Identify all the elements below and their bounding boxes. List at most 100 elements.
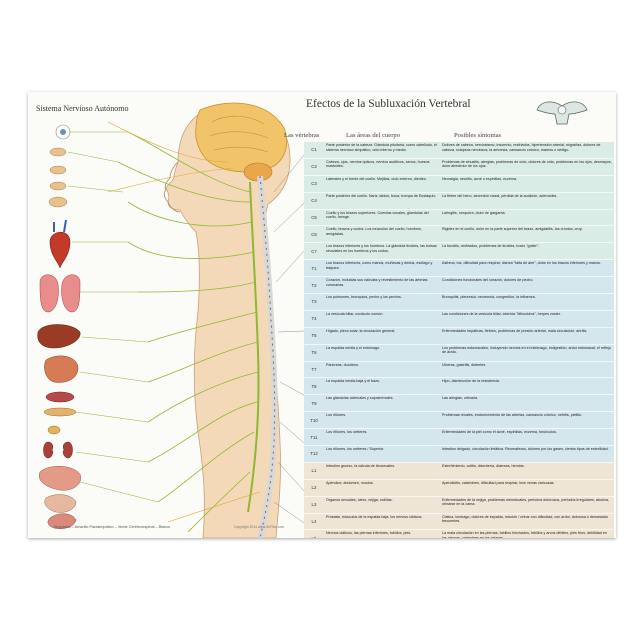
lung-right — [61, 274, 81, 313]
parotid-gland — [48, 196, 68, 208]
body-area: Cabeza, ojos, nervios ópticos, nervios a… — [326, 159, 430, 169]
body-area: Próstata, músculos de la espalda baja, l… — [326, 514, 423, 519]
body-area: Apéndice, abdomen, muslos. — [326, 480, 374, 485]
organ-connectors — [67, 131, 159, 503]
possible-symptoms: Estreñimiento, colitis, disentería, diar… — [442, 463, 525, 468]
possible-symptoms: Los problemas estomacales, incluyendo ne… — [442, 345, 611, 355]
vertebra-level: T9 — [311, 400, 317, 406]
vertebra-level: T10 — [310, 417, 318, 423]
possible-symptoms: La bursitis, resfriados, problemas de ti… — [442, 244, 540, 249]
sympathetic-chain — [247, 181, 260, 513]
adrenal-organ — [47, 425, 61, 435]
body-area: Los brazos inferiores, como manos, muñec… — [326, 261, 433, 270]
vertebra-level: L4 — [311, 519, 317, 525]
kidney-left — [43, 441, 54, 459]
vertebra-level: T3 — [311, 299, 317, 305]
body-area: La espalda media y el estómago. — [326, 345, 381, 350]
possible-symptoms: Bronquitis, pleuresía, neumonía, congest… — [442, 295, 536, 300]
body-area: Órganos sexuales, útero, vejiga, rodilla… — [326, 497, 393, 502]
possible-symptoms: La fiebre del heno, secreción nasal, pér… — [442, 193, 558, 198]
anatomy-poster: Sistema Nervioso Autónomo — [28, 92, 616, 538]
bladder-organ — [44, 494, 77, 513]
vertebra-level: C6 — [311, 231, 317, 237]
body-area: Los riñones, los uréteres. — [326, 430, 368, 435]
vertebra-level: T11 — [310, 434, 318, 440]
vertebra-level: T4 — [311, 316, 317, 322]
legend-caption: Simpático – Amarillo Parasimpático – Ver… — [54, 525, 171, 529]
possible-symptoms: Laringitis, ronquera, dolor de garganta. — [442, 210, 506, 215]
vertebra-level: T5 — [311, 333, 317, 339]
table-row: L5Nervios ciáticos, las piernas inferior… — [304, 530, 614, 538]
brain-folds — [209, 115, 269, 153]
possible-symptoms: Las condiciones de la vesícula biliar, i… — [442, 311, 561, 316]
body-area: Parte posterior de la cabeza. Glándula p… — [326, 143, 437, 152]
vertebra-level: C1 — [311, 147, 317, 153]
vertebra-level: T1 — [311, 265, 317, 271]
body-area: Parte posterior del cuello. Nariz, labio… — [326, 193, 437, 198]
eye-iris — [60, 129, 66, 135]
body-silhouette — [165, 103, 291, 538]
subluxation-table: C1 Parte posterior de la cabeza. Glándula… — [304, 142, 614, 538]
brain-shape — [195, 102, 288, 173]
possible-symptoms: Condiciones funcionales del corazón, dol… — [442, 278, 534, 283]
table-row: L4 Próstata, músculos de la espalda baja,… — [304, 513, 614, 531]
possible-symptoms: Hipo, disminución de la resistencia. — [442, 379, 500, 384]
possible-symptoms: Intestino delgado, circulación linfática… — [442, 447, 609, 452]
possible-symptoms: Apendicitis, calambres, dificultad para … — [442, 480, 555, 485]
body-area: Cuello, brazos y codos. Los músculos del… — [326, 227, 422, 236]
kidney-right — [62, 441, 73, 459]
body-area: Hígado, plexo solar, la circulación gene… — [326, 328, 396, 333]
lacrimal-gland — [49, 147, 67, 157]
vertebra-level: L2 — [311, 485, 317, 491]
body-area: Los riñones, los uréteres / Superior. — [326, 447, 385, 452]
vertebra-level: C4 — [311, 198, 317, 204]
heart-vessels — [53, 219, 67, 233]
sexual-organ — [47, 513, 77, 529]
lung-left — [39, 274, 59, 313]
body-area: La vesícula biliar, conducto común. — [326, 311, 384, 316]
heart-organ — [49, 231, 71, 269]
table-headers: Las vértebras Las áreas del cuerpo Posib… — [284, 132, 612, 142]
table-row: T4 La vesícula biliar, conducto común. Las… — [304, 310, 614, 328]
vertebra-marks — [259, 175, 276, 538]
possible-symptoms: Rigidez en el cuello, dolor en la parte … — [442, 227, 583, 232]
pancreas-organ — [43, 407, 77, 417]
possible-symptoms: Enfermedades hepáticas, fiebres, problem… — [442, 328, 588, 333]
spleen-organ — [45, 391, 75, 403]
table-row: C1 Parte posterior de la cabeza. Glándula… — [304, 142, 614, 159]
vertebra-level: T7 — [311, 367, 317, 373]
possible-symptoms: Enfermedades de la vejiga, problemas men… — [442, 497, 610, 507]
copyright-caption: Copyright 2014 www.3CPlus.com — [234, 525, 285, 529]
table-row: L2 Apéndice, abdomen, muslos. Apendicitis,… — [304, 479, 614, 497]
possible-symptoms: Las alergias, urticaria. — [442, 396, 479, 401]
table-row: C6 Cuello, brazos y codos. Los músculos d… — [304, 226, 614, 244]
header-symptoms: Posibles síntomas — [454, 132, 502, 139]
vertebra-level: L3 — [311, 502, 317, 508]
nerve-branches — [117, 131, 259, 533]
possible-symptoms: Problemas de sinusitis, alergias, proble… — [442, 159, 612, 169]
vertebra-icon — [536, 101, 588, 125]
face-profile — [163, 161, 181, 213]
body-area: Cuello y los brazos superiores. Cuerdas … — [326, 210, 429, 220]
body-area: Intestino grueso, la válvula de ileoceca… — [326, 463, 396, 468]
nervous-system-illustration: Sistema Nervioso Autónomo — [28, 92, 328, 538]
vertebra-level: C3 — [311, 181, 317, 187]
body-figure-svg — [37, 102, 305, 538]
vertebra-level: T12 — [310, 451, 318, 457]
parasympathetic-branches — [107, 121, 261, 523]
header-areas: Las áreas del cuerpo — [346, 132, 401, 139]
header-vertebrae: Las vértebras — [284, 132, 320, 139]
table-row: T5 Hígado, plexo solar, la circulación ge… — [304, 327, 614, 345]
table-row: C4 Parte posterior del cuello. Nariz, lab… — [304, 192, 614, 210]
sublingual-gland — [49, 181, 67, 191]
